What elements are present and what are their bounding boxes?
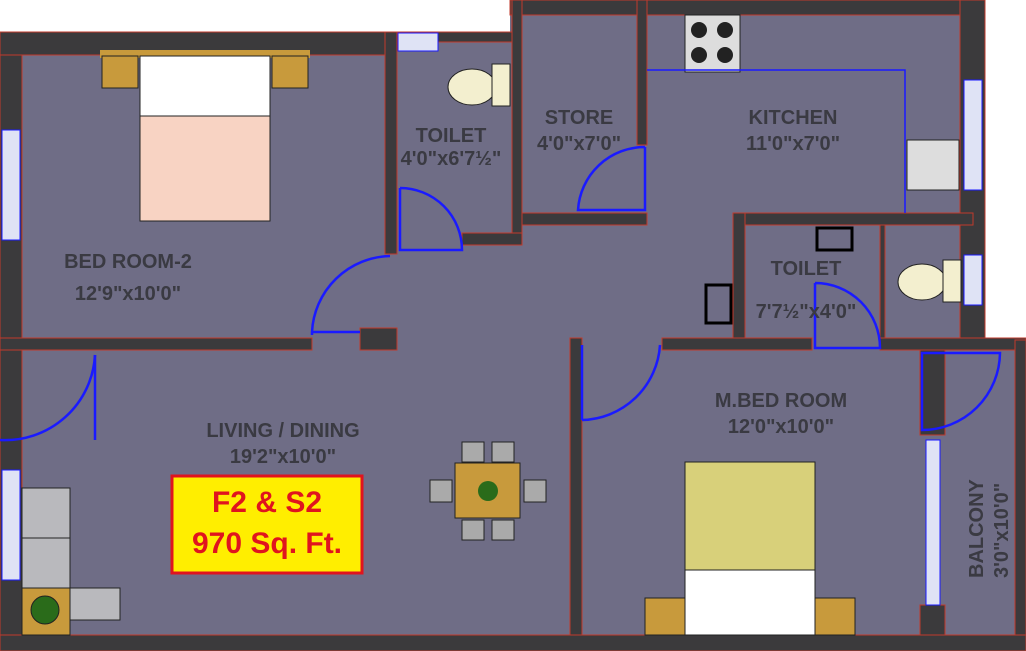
kitchen-sink-icon (906, 139, 960, 191)
room-name: M.BED ROOM (715, 390, 847, 412)
room-size: 12'0"x10'0" (728, 416, 834, 438)
doors (0, 145, 1002, 442)
badge-title: F2 & S2 (212, 486, 322, 519)
windows (1, 32, 983, 606)
room-name: KITCHEN (749, 107, 838, 129)
sofa (21, 487, 121, 636)
room-size: 4'0"x6'7½" (401, 148, 502, 170)
room-name: TOILET (416, 125, 487, 147)
toilet-icon (447, 63, 511, 107)
room-size: 11'0"x7'0" (746, 133, 840, 155)
room-name: BALCONY (966, 478, 988, 578)
dining-table (429, 441, 547, 541)
wash-basin-icon (704, 226, 854, 325)
area-badge: F2 & S2 970 Sq. Ft. (170, 474, 364, 575)
room-size: 7'7½"x4'0" (756, 301, 857, 323)
room-size: 19'2"x10'0" (230, 446, 336, 468)
toilet-icon (897, 259, 962, 303)
room-size: 12'9"x10'0" (75, 283, 181, 305)
room-size: 4'0"x7'0" (537, 133, 621, 155)
room-size: 3'0"x10'0" (991, 483, 1013, 578)
room-name: LIVING / DINING (206, 420, 359, 442)
master-bed (644, 461, 856, 636)
room-name: TOILET (771, 258, 842, 280)
kitchen-counter (647, 69, 906, 213)
room-name: BED ROOM-2 (64, 251, 192, 273)
room-name: STORE (545, 107, 614, 129)
room-labels: BED ROOM-2 12'9"x10'0" TOILET 4'0"x6'7½"… (64, 107, 1013, 578)
stove-icon (684, 14, 741, 73)
badge-area: 970 Sq. Ft. (192, 527, 342, 560)
bed-2 (100, 50, 310, 222)
